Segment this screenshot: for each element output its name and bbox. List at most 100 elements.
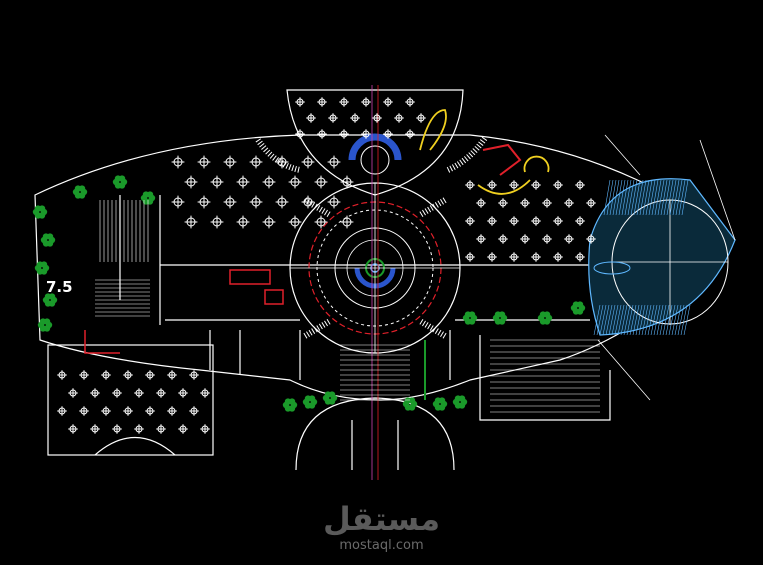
seat-symbol [236, 215, 250, 229]
seat-symbol [210, 175, 224, 189]
seat-symbol [123, 406, 133, 416]
seat-symbol [317, 129, 327, 139]
seat-symbol [57, 370, 67, 380]
seat-symbol [101, 406, 111, 416]
seat-symbol [210, 215, 224, 229]
seat-symbol [531, 180, 541, 190]
seat-symbol [189, 406, 199, 416]
seat-symbol [350, 113, 360, 123]
right-oval-hall [588, 134, 736, 401]
tree-symbol [112, 175, 128, 189]
seat-symbol [586, 198, 596, 208]
seat-symbol [553, 216, 563, 226]
seat-symbol [167, 370, 177, 380]
seat-symbol [509, 180, 519, 190]
seat-symbol [340, 215, 354, 229]
seat-symbol [134, 424, 144, 434]
seat-symbol [314, 215, 328, 229]
seat-symbol [306, 113, 316, 123]
mostaql-url[interactable]: mostaql.com [339, 538, 424, 553]
top-dome-details [255, 85, 488, 480]
seat-symbol [339, 97, 349, 107]
seat-symbol [262, 215, 276, 229]
seat-symbol [68, 388, 78, 398]
seat-symbol [79, 406, 89, 416]
seat-symbol [542, 234, 552, 244]
seat-symbol [90, 424, 100, 434]
tree-symbol [42, 293, 58, 307]
seat-symbol [295, 129, 305, 139]
tree-symbol [462, 311, 478, 325]
seat-symbol [383, 129, 393, 139]
tree-symbol [72, 185, 88, 199]
seat-symbol [288, 175, 302, 189]
central-rotunda [289, 182, 461, 354]
seat-symbol [487, 180, 497, 190]
tree-symbol [537, 311, 553, 325]
seat-symbol [498, 234, 508, 244]
seat-symbol [262, 175, 276, 189]
seat-symbol [57, 406, 67, 416]
seat-symbol [317, 97, 327, 107]
seat-symbol [520, 234, 530, 244]
seat-symbol [328, 113, 338, 123]
seat-symbol [340, 175, 354, 189]
seat-symbol [184, 175, 198, 189]
tree-symbol [492, 311, 508, 325]
seat-symbol [223, 155, 237, 169]
seat-symbol [79, 370, 89, 380]
seat-symbol [178, 388, 188, 398]
seat-symbol [361, 97, 371, 107]
seat-symbol [112, 424, 122, 434]
seat-symbol [372, 113, 382, 123]
seat-symbol [275, 155, 289, 169]
accent-details [84, 143, 550, 400]
seat-symbol [361, 129, 371, 139]
seat-symbol [465, 252, 475, 262]
seat-symbol [487, 252, 497, 262]
seat-symbol [189, 370, 199, 380]
tree-symbol [302, 395, 318, 409]
seat-symbol [236, 175, 250, 189]
seat-symbol [327, 195, 341, 209]
seat-symbol [249, 195, 263, 209]
seat-symbol [509, 216, 519, 226]
seat-symbol [200, 424, 210, 434]
seat-symbol [520, 198, 530, 208]
tree-symbol [37, 318, 53, 332]
dimension-label: 7.5 [46, 278, 73, 296]
seat-symbol [314, 175, 328, 189]
seat-symbol [564, 234, 574, 244]
seat-symbol [575, 252, 585, 262]
seat-symbol [405, 97, 415, 107]
tree-symbol [570, 301, 586, 315]
seat-symbol [564, 198, 574, 208]
seat-symbol [301, 155, 315, 169]
seat-symbol [275, 195, 289, 209]
seat-symbol [465, 180, 475, 190]
seat-symbol [145, 406, 155, 416]
tree-symbol [32, 205, 48, 219]
seat-symbol [531, 216, 541, 226]
seat-symbol [405, 129, 415, 139]
seat-symbol [171, 195, 185, 209]
seat-symbol [509, 252, 519, 262]
seating-symbols [57, 97, 596, 434]
seat-symbol [487, 216, 497, 226]
seat-symbol [575, 216, 585, 226]
seat-symbol [327, 155, 341, 169]
tree-symbol [140, 191, 156, 205]
mostaql-logo: مستقل [322, 500, 441, 538]
seat-symbol [542, 198, 552, 208]
seat-symbol [178, 424, 188, 434]
seat-symbol [339, 129, 349, 139]
seat-symbol [223, 195, 237, 209]
seat-symbol [197, 155, 211, 169]
seat-symbol [156, 388, 166, 398]
landscape-trees [32, 175, 586, 412]
seat-symbol [288, 215, 302, 229]
seat-symbol [301, 195, 315, 209]
seat-symbol [200, 388, 210, 398]
seat-symbol [476, 234, 486, 244]
